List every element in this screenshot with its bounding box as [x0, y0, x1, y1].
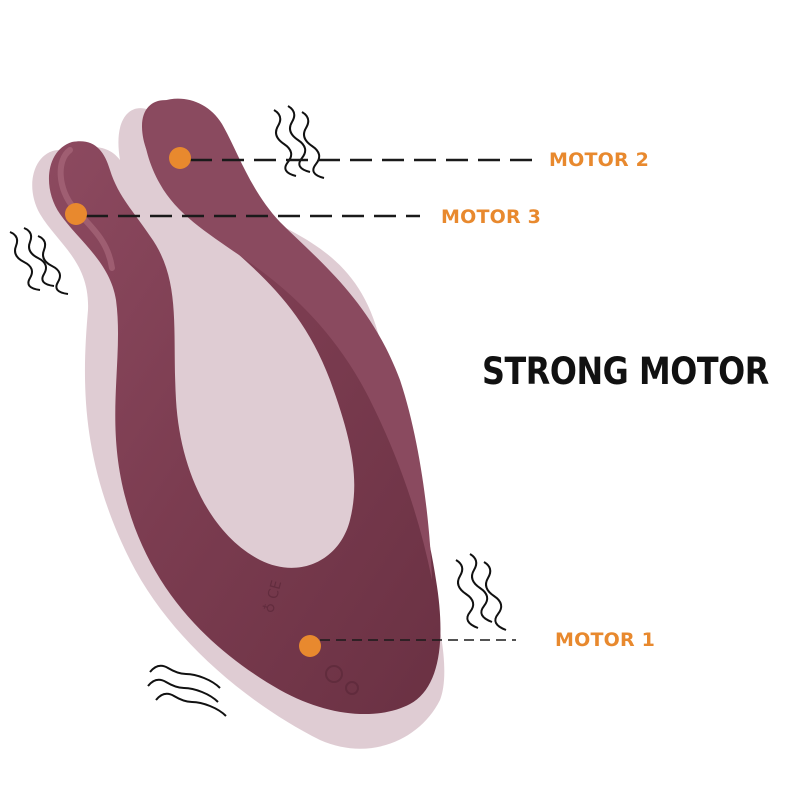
device-arm-right: [144, 98, 432, 580]
motor-1-label: MOTOR 1: [555, 629, 656, 651]
leader-lines: [86, 158, 532, 641]
device-body: [48, 100, 441, 715]
motor-1-marker: [299, 635, 321, 657]
headline: STRONG MOTOR: [482, 350, 769, 393]
motor-3-marker: [65, 203, 87, 225]
motor-3-label: MOTOR 3: [441, 206, 542, 228]
vibration-waves: [9, 105, 507, 717]
motor-2-marker: [169, 147, 191, 169]
motor-2-label: MOTOR 2: [549, 149, 650, 171]
